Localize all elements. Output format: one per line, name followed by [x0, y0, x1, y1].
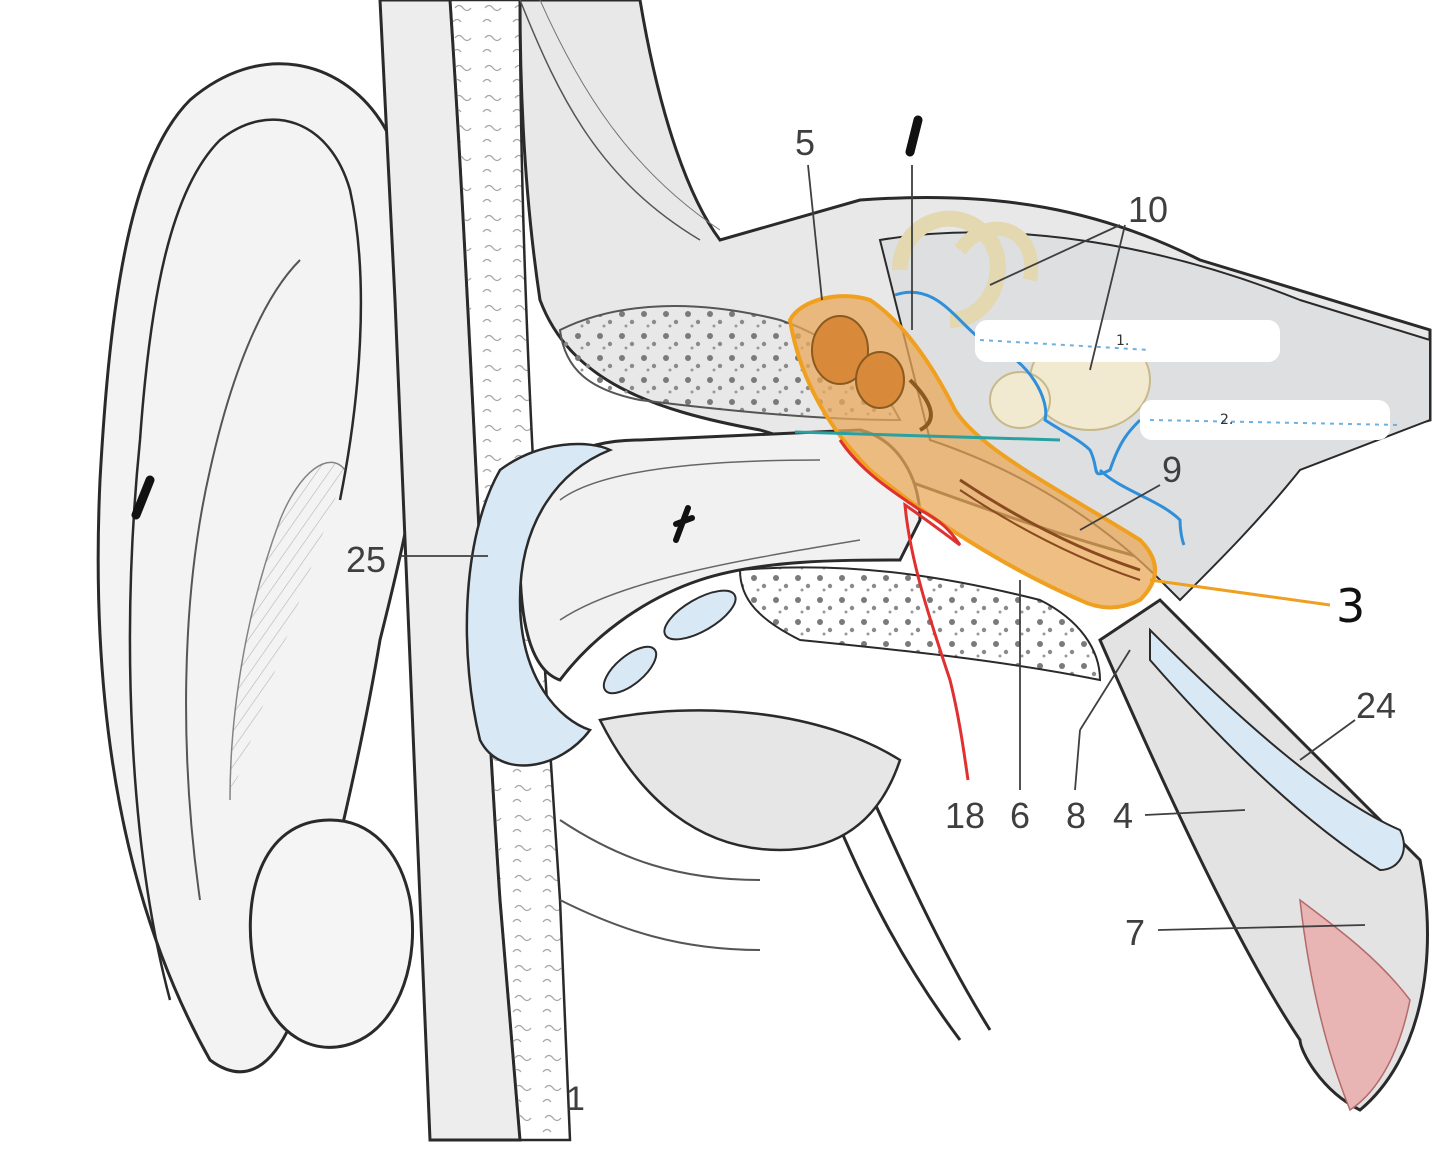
teal-marker-line	[794, 430, 1061, 442]
leader-lines	[400, 164, 1366, 931]
label-5: 5	[795, 122, 815, 163]
label-blanks	[975, 320, 1401, 440]
label-4: 4	[1113, 795, 1133, 836]
label-1-bottom: 1	[566, 1080, 585, 1118]
tympanic-cavity-highlight	[787, 294, 1157, 610]
label-6: 6	[1010, 795, 1030, 836]
lower-processes	[559, 709, 992, 1041]
cartilage	[465, 442, 737, 767]
nerve-pathway	[894, 290, 1186, 546]
label-10: 10	[1128, 189, 1168, 230]
ink-marks	[131, 115, 923, 543]
blank-1-number: 1.	[1116, 333, 1129, 349]
label-25: 25	[346, 539, 386, 580]
label-9: 9	[1162, 449, 1182, 490]
label-blank-1	[975, 320, 1280, 362]
auricle	[96, 62, 426, 1074]
external-auditory-canal	[518, 428, 922, 682]
label-7: 7	[1125, 912, 1145, 953]
canal-floor-bone	[738, 566, 1102, 682]
auditory-tube	[1098, 598, 1429, 1112]
label-8: 8	[1066, 795, 1086, 836]
label-18: 18	[945, 795, 985, 836]
label-24: 24	[1356, 685, 1396, 726]
vessel	[838, 439, 970, 781]
blank-2-number: 2.	[1220, 412, 1233, 428]
label-3-handwritten: 3	[1336, 579, 1365, 633]
label-blank-2	[1140, 400, 1390, 440]
